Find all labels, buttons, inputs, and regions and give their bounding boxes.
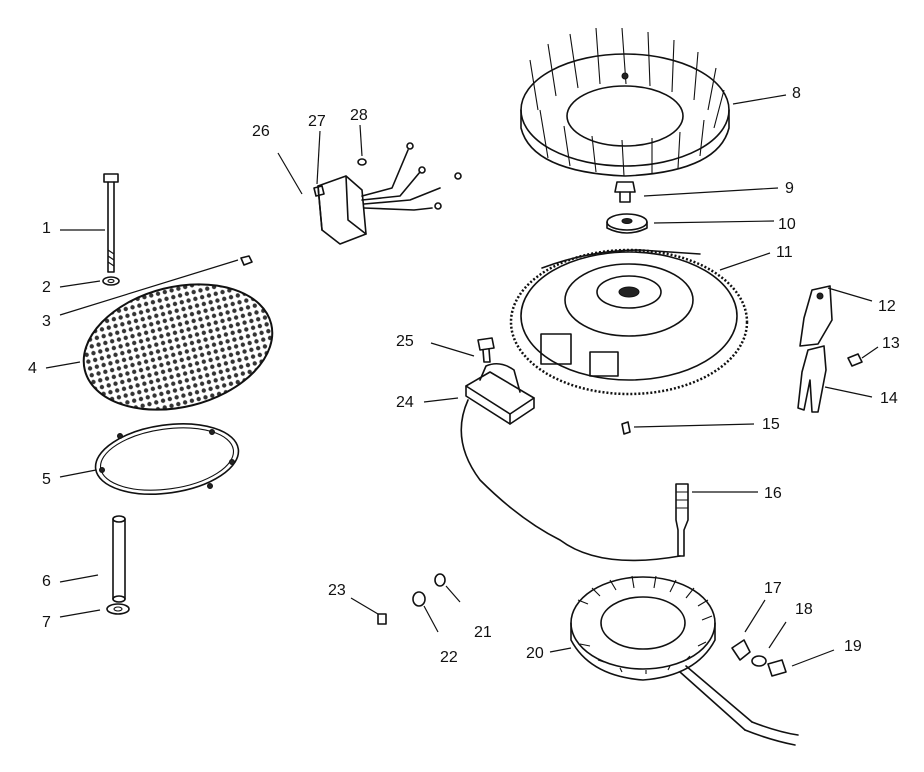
perforated-screen-part [82, 283, 274, 411]
callout-23: 23 [328, 582, 346, 599]
small-washer-part-22 [412, 591, 426, 607]
callout-5: 5 [42, 471, 51, 488]
washer-part [102, 276, 120, 286]
ignition-lead-wire [460, 399, 681, 562]
long-bolt-part [103, 173, 119, 273]
spacer-tube-part [112, 515, 126, 603]
flywheel-washer-part [606, 213, 648, 234]
pin-part [377, 613, 387, 625]
callout-22: 22 [440, 649, 458, 666]
woodruff-key-part [621, 421, 631, 435]
wire-clamp-part [731, 639, 751, 661]
callout-1: 1 [42, 220, 51, 237]
bracket-part-12 [799, 285, 833, 347]
callout-11: 11 [776, 244, 793, 261]
flywheel-part [509, 248, 749, 396]
callout-12: 12 [878, 298, 896, 315]
callout-6: 6 [42, 573, 51, 590]
stator-washer-part [751, 655, 767, 667]
callout-7: 7 [42, 614, 51, 631]
callout-10: 10 [778, 216, 796, 233]
callout-labels: 1 2 3 4 5 6 7 8 9 10 11 12 13 14 15 16 1… [28, 85, 900, 666]
callout-28: 28 [350, 107, 368, 124]
spark-plug-boot-part [675, 483, 689, 557]
flywheel-bolt-part [614, 181, 636, 203]
callout-17: 17 [764, 580, 782, 597]
callout-4: 4 [28, 360, 37, 377]
callout-8: 8 [792, 85, 801, 102]
callout-25: 25 [396, 333, 414, 350]
callout-20: 20 [526, 645, 544, 662]
stator-screw-part [767, 659, 787, 677]
callout-14: 14 [880, 390, 898, 407]
callout-21: 21 [474, 624, 492, 641]
small-nut-part [240, 255, 253, 266]
bracket-part-14 [797, 345, 827, 413]
callout-26: 26 [252, 123, 270, 140]
callout-3: 3 [42, 313, 51, 330]
regulator-washer-part [357, 158, 367, 166]
voltage-regulator-part [317, 142, 462, 245]
washer-part-7 [106, 603, 130, 615]
callout-13: 13 [882, 335, 900, 352]
regulator-nut-part [313, 185, 325, 197]
module-screw-part [477, 337, 495, 363]
ignition-module-part [465, 362, 535, 425]
callout-27: 27 [308, 113, 326, 130]
callout-9: 9 [785, 180, 794, 197]
callout-15: 15 [762, 416, 780, 433]
gasket-ring-part [94, 423, 240, 495]
small-washer-part-21 [434, 573, 446, 587]
leader-lines [45, 94, 879, 667]
callout-16: 16 [764, 485, 782, 502]
callout-18: 18 [795, 601, 813, 618]
callout-2: 2 [42, 279, 51, 296]
small-screw-part [847, 353, 863, 367]
callout-19: 19 [844, 638, 862, 655]
cooling-fan-part [520, 27, 730, 177]
stator-part [570, 575, 799, 746]
callout-24: 24 [396, 394, 414, 411]
